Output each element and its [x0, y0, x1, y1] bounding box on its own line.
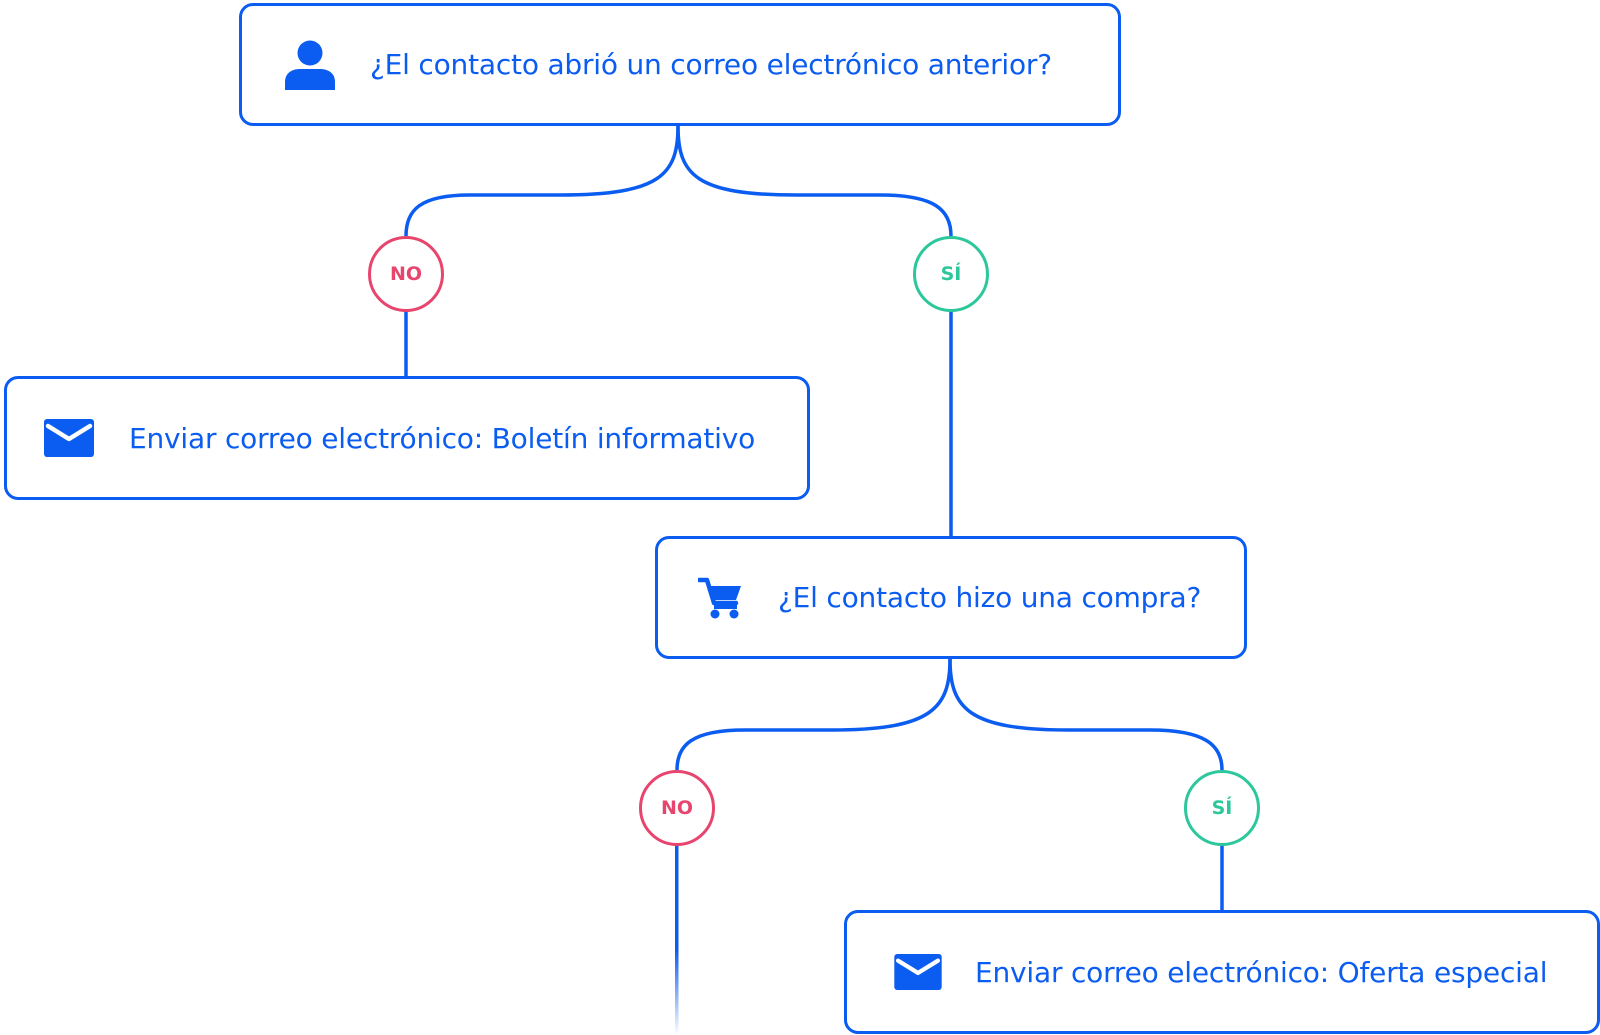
connector-q1-yes	[676, 125, 953, 237]
envelope-icon	[43, 419, 95, 457]
action-node-newsletter[interactable]: Enviar correo electrónico: Boletín infor…	[4, 376, 810, 500]
connector-q2-no	[675, 658, 952, 771]
branch-badge-yes[interactable]: SÍ	[1184, 770, 1260, 846]
connector-no-fade	[675, 845, 679, 1035]
cart-icon	[696, 577, 744, 619]
decision-node-made-purchase[interactable]: ¿El contacto hizo una compra?	[655, 536, 1247, 659]
decision-node-opened-email[interactable]: ¿El contacto abrió un correo electrónico…	[239, 3, 1121, 126]
branch-badge-yes[interactable]: SÍ	[913, 236, 989, 312]
branch-label-no: NO	[660, 797, 694, 819]
branch-badge-no[interactable]: NO	[368, 236, 444, 312]
person-icon	[284, 40, 336, 90]
action-label: Enviar correo electrónico: Boletín infor…	[129, 421, 756, 455]
branch-badge-no[interactable]: NO	[639, 770, 715, 846]
envelope-icon	[893, 954, 943, 990]
action-node-special-offer[interactable]: Enviar correo electrónico: Oferta especi…	[844, 910, 1600, 1034]
connector-q1-no	[404, 125, 680, 237]
action-label: Enviar correo electrónico: Oferta especi…	[975, 955, 1548, 989]
decision-label: ¿El contacto abrió un correo electrónico…	[370, 48, 1052, 81]
branch-label-yes: SÍ	[1211, 797, 1233, 819]
connector-q2-yes	[948, 658, 1224, 771]
decision-label: ¿El contacto hizo una compra?	[778, 581, 1202, 614]
branch-label-no: NO	[389, 263, 423, 285]
branch-label-yes: SÍ	[940, 263, 962, 285]
